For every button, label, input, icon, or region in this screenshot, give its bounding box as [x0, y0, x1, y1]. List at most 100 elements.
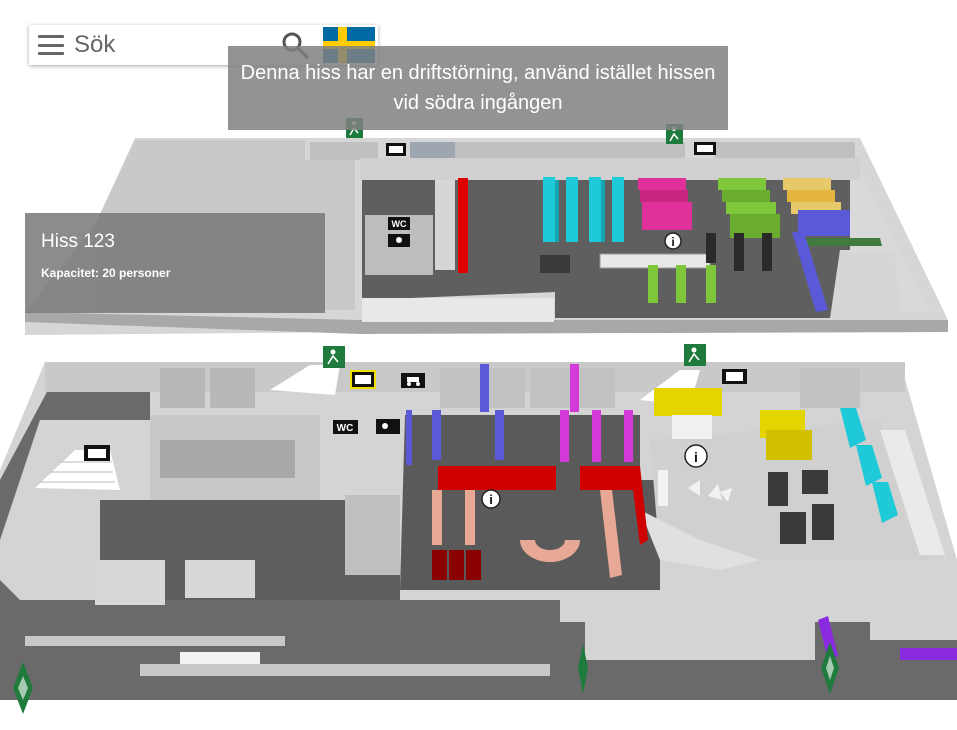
- lower-info-letter: i: [694, 449, 698, 465]
- upper-cyan-shelf[interactable]: [566, 177, 578, 242]
- upper-green-shelf[interactable]: [718, 178, 766, 190]
- lower-dark-table[interactable]: [780, 512, 806, 544]
- upper-wc-sign[interactable]: WC: [388, 217, 410, 230]
- lower-salmon-counter[interactable]: [465, 490, 475, 545]
- lower-salmon-counter[interactable]: [432, 490, 442, 545]
- upper-magenta-shelf[interactable]: [642, 202, 692, 230]
- lower-floor[interactable]: i i WC: [0, 344, 957, 714]
- lower-magenta-shelf[interactable]: [560, 410, 569, 462]
- upper-cyan-shelf[interactable]: [589, 177, 601, 242]
- lower-dark-table[interactable]: [812, 504, 834, 540]
- lower-magenta-shelf[interactable]: [624, 410, 633, 462]
- lower-violet-shelf[interactable]: [818, 616, 838, 660]
- lower-white-arrow: [688, 480, 700, 496]
- lower-cyan-shelf[interactable]: [856, 445, 882, 486]
- lower-white-box: [672, 415, 712, 439]
- lower-yellow-shelf[interactable]: [654, 388, 722, 416]
- upper-info-letter: i: [671, 235, 674, 249]
- lower-bottom-wall: [25, 636, 285, 646]
- upper-blue-shelf[interactable]: [798, 210, 850, 236]
- alert-text: Denna hiss har en driftstörning, använd …: [240, 62, 716, 114]
- upper-elevator-sign[interactable]: [386, 143, 406, 156]
- upper-green-shelves[interactable]: [648, 178, 780, 303]
- entrance-marker[interactable]: [578, 644, 588, 694]
- lower-magenta-shelf[interactable]: [570, 364, 579, 412]
- elevator-alert-banner: Denna hiss har en driftstörning, använd …: [228, 46, 728, 130]
- upper-green-post[interactable]: [706, 265, 716, 303]
- lower-dark-table[interactable]: [768, 472, 788, 506]
- elevator-info-panel[interactable]: Hiss 123 Kapacitet: 20 personer: [25, 213, 325, 313]
- lower-darkred-box[interactable]: [432, 550, 447, 580]
- lower-exit-sign[interactable]: [684, 344, 706, 366]
- upper-green-post[interactable]: [648, 265, 658, 303]
- lower-darkred-box[interactable]: [466, 550, 481, 580]
- upper-wall-band: [360, 158, 860, 180]
- upper-cyan-shelf[interactable]: [543, 177, 555, 242]
- lower-accessible-wc-sign[interactable]: [376, 419, 400, 434]
- entrance-marker[interactable]: [821, 642, 839, 694]
- upper-dark-desk: [540, 255, 570, 273]
- upper-yellow-shelf[interactable]: [783, 178, 831, 190]
- upper-cyan-shelves[interactable]: [543, 177, 624, 242]
- upper-green-post[interactable]: [676, 265, 686, 303]
- lower-stairs-top: [270, 365, 340, 395]
- lower-salmon-counter-long[interactable]: [600, 490, 622, 578]
- lower-exit-sign[interactable]: [323, 346, 345, 368]
- upper-room-6: [715, 142, 760, 160]
- lower-blue-shelf[interactable]: [480, 364, 489, 412]
- upper-black-post[interactable]: [734, 233, 744, 271]
- lower-blue-shelf[interactable]: [406, 410, 412, 465]
- upper-elevator-sign[interactable]: [694, 142, 716, 155]
- lower-yellow-shelf[interactable]: [766, 430, 812, 460]
- upper-bottom-room: [362, 298, 554, 322]
- lower-darkred-box[interactable]: [449, 550, 464, 580]
- upper-blue-long-shelf[interactable]: [792, 232, 828, 312]
- lower-wc-sign[interactable]: WC: [333, 420, 358, 434]
- upper-green-shelf[interactable]: [722, 190, 770, 202]
- upper-magenta-shelf[interactable]: [638, 178, 686, 190]
- lower-round-counter[interactable]: [520, 540, 580, 562]
- upper-cyan-shelf-side: [601, 180, 605, 242]
- upper-black-post[interactable]: [762, 233, 772, 271]
- lower-info-marker[interactable]: [684, 444, 708, 468]
- lower-dark-table[interactable]: [802, 470, 828, 494]
- upper-room-1: [310, 142, 378, 160]
- lower-magenta-shelf[interactable]: [592, 410, 601, 462]
- lower-elevator-sign[interactable]: [350, 370, 376, 389]
- upper-red-shelf[interactable]: [458, 178, 468, 273]
- lower-cyan-shelf[interactable]: [840, 408, 866, 448]
- lower-stroller-sign[interactable]: [401, 373, 425, 388]
- lower-elevator-sign[interactable]: [84, 445, 110, 461]
- upper-yellow-shelf[interactable]: [787, 190, 835, 202]
- upper-room-7: [760, 142, 855, 160]
- svg-text:WC: WC: [392, 219, 407, 229]
- lower-elevator-sign[interactable]: [722, 369, 747, 384]
- upper-room-4: [530, 142, 605, 160]
- lower-white-post: [658, 470, 668, 506]
- lower-blue-shelf[interactable]: [495, 410, 504, 460]
- upper-magenta-shelves[interactable]: [638, 178, 692, 230]
- lower-red-counter[interactable]: [580, 466, 636, 490]
- lower-cyan-shelves[interactable]: [840, 408, 898, 523]
- entrance-marker[interactable]: [13, 662, 33, 714]
- hamburger-menu-icon[interactable]: [38, 35, 64, 55]
- upper-cyan-shelf[interactable]: [612, 177, 624, 242]
- upper-right-room: [850, 170, 930, 312]
- lower-left-room-inner: [160, 440, 295, 478]
- lower-red-counter-side[interactable]: [630, 466, 648, 545]
- upper-magenta-shelf[interactable]: [640, 190, 688, 202]
- lower-white-arrow: [708, 484, 722, 500]
- lower-red-counter[interactable]: [438, 466, 556, 490]
- upper-black-post[interactable]: [706, 233, 716, 263]
- search-bar[interactable]: [29, 25, 378, 65]
- upper-accessible-wc-sign[interactable]: [388, 234, 410, 247]
- lower-info-marker[interactable]: [481, 489, 501, 509]
- lower-right-corridor: [880, 430, 945, 555]
- lower-violet-shelf[interactable]: [900, 648, 957, 660]
- upper-info-marker[interactable]: [664, 232, 682, 250]
- lower-cyan-shelf[interactable]: [872, 482, 898, 523]
- lower-blue-shelf[interactable]: [432, 410, 441, 460]
- upper-green-shelf[interactable]: [726, 202, 776, 214]
